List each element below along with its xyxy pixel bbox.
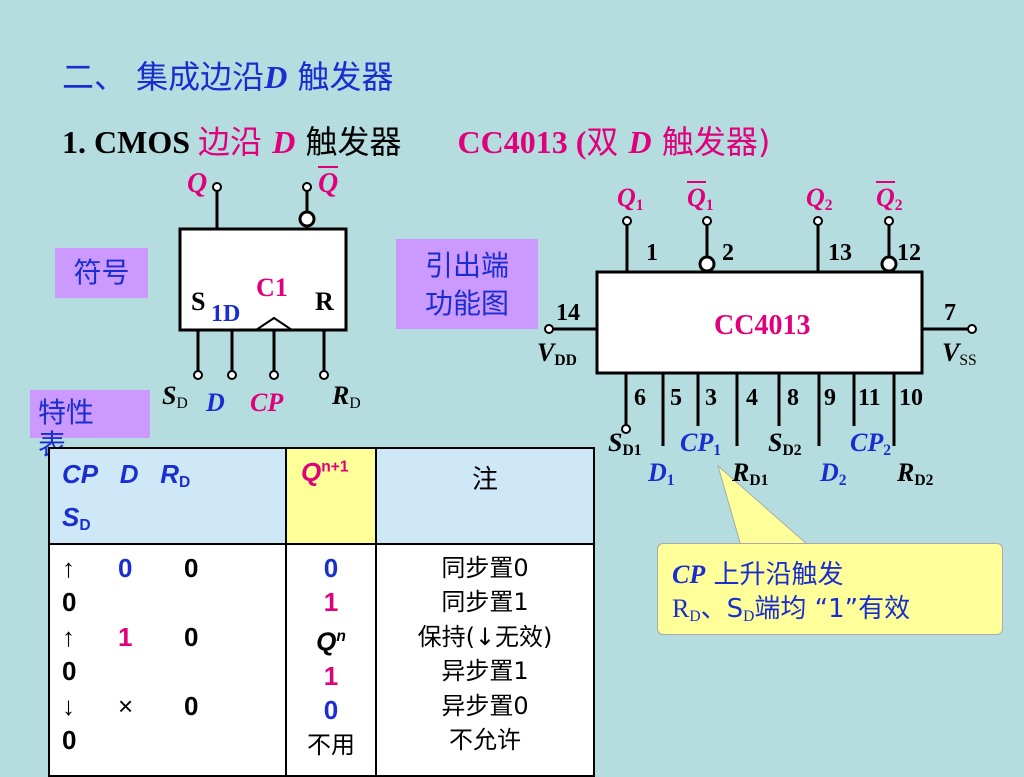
chip-pin-5: 5 [670, 385, 682, 411]
symbol-1d-label: 1D [211, 301, 241, 327]
chip-name: CC4013 [714, 310, 811, 341]
pinout-label-line2: 功能图 [424, 287, 509, 320]
pinout-label: 引出端 功能图 [396, 239, 538, 329]
subtitle-d: D [272, 124, 296, 160]
symbol-box [178, 227, 348, 332]
chip-rd1-label: RD1 [732, 458, 769, 489]
chip-d1-label: D1 [648, 458, 675, 489]
chip-pin-6: 6 [634, 385, 646, 411]
chip-pin-11: 11 [858, 385, 881, 411]
chip-pin-8: 8 [787, 385, 799, 411]
chip-pin-4: 4 [746, 385, 758, 411]
callout-line1-text: 上升沿触发 [705, 560, 844, 590]
chip-q2-label: Q2 [806, 183, 833, 214]
callout-note: CP 上升沿触发 RD、SD端均 “1”有效 [657, 543, 1003, 635]
qbar-inversion-bubble [298, 210, 316, 228]
title-d: D [264, 59, 288, 95]
chip-sd1-label: SD1 [608, 428, 642, 459]
chip-q2bar-label: Q2 [876, 181, 903, 214]
chip-vss-label: VSS [942, 338, 977, 369]
q-terminal [212, 182, 222, 192]
chip-sd2-label: SD2 [768, 428, 802, 459]
subtitle-trig: 触发器 [295, 123, 402, 161]
table-header-row: CP D RD SD Qn+1 注 [48, 447, 595, 545]
title-prefix: 二、 集成边沿 [62, 58, 265, 96]
characteristic-label-line1: 特性 [38, 396, 95, 429]
symbol-s-label: S [191, 287, 206, 316]
chip-pin-13: 13 [828, 240, 852, 266]
chip-pin-10: 10 [899, 385, 923, 411]
symbol-label-text: 符号 [73, 256, 130, 289]
chip-pin-1: 1 [646, 240, 658, 266]
table-row: 0 [62, 725, 77, 756]
symbol-cp-label: CP [250, 388, 284, 417]
callout-line2-text: 端均 “1”有效 [754, 594, 911, 624]
header-q: Qn+1 [285, 447, 377, 545]
chip-pin-14: 14 [556, 300, 580, 326]
symbol-c1-label: C1 [256, 273, 288, 302]
callout-r: R [672, 594, 690, 623]
subtitle-num: 1. CMOS [62, 124, 198, 160]
table-row: 0 [62, 656, 77, 687]
chip-q1bar-label: Q1 [687, 181, 714, 214]
chip-pin-12: 12 [897, 240, 921, 266]
subtitle-d2: D [628, 124, 652, 160]
header-inputs: CP D RD SD [48, 447, 287, 545]
pinout-label-line1: 引出端 [424, 249, 509, 282]
page-title: 二、 集成边沿D 触发器 [62, 52, 393, 98]
symbol-label: 符号 [55, 248, 148, 298]
symbol-q-label: Q [187, 168, 208, 199]
symbol-d-label: D [206, 388, 225, 417]
subtitle-chip: CC4013 ( [457, 124, 587, 160]
chip-vdd-label: VDD [537, 338, 577, 369]
chip-rd2-label: RD2 [897, 458, 934, 489]
table-row: ↓×0 [62, 690, 199, 721]
chip-pin-2: 2 [722, 240, 734, 266]
subtitle-trig2: 触发器) [651, 123, 771, 161]
callout-cp: CP [672, 560, 706, 589]
symbol-sd-label: SD [162, 381, 188, 412]
subtitle-dual: 双 [586, 123, 629, 161]
clock-triangle [255, 316, 293, 331]
symbol-qbar-label: Q [318, 166, 339, 199]
chip-pin-3: 3 [705, 385, 717, 411]
subtitle: 1. CMOS 边沿 D 触发器 CC4013 (双 D 触发器) [62, 117, 770, 163]
chip-cp2-label: CP2 [850, 428, 892, 459]
symbol-rd-label: RD [332, 381, 361, 412]
chip-q1-label: Q1 [617, 183, 644, 214]
title-suffix: 触发器 [287, 58, 394, 96]
chip-pin-9: 9 [824, 385, 836, 411]
chip-d2-label: D2 [820, 458, 847, 489]
characteristic-label: 特性 表 [30, 390, 150, 461]
table-row: 0 [62, 587, 77, 618]
chip-box [595, 270, 924, 375]
symbol-r-label: R [315, 287, 334, 316]
body-note: 同步置0 同步置1 保持(↓无效) 异步置1 异步置0 不允许 [375, 542, 595, 777]
chip-cp1-label: CP1 [680, 428, 722, 459]
chip-pin-7: 7 [944, 300, 956, 326]
qbar-terminal [302, 182, 312, 192]
header-note: 注 [375, 447, 595, 545]
body-q: 0 1 Qn 1 0 不用 [285, 542, 377, 777]
subtitle-edge: 边沿 [198, 123, 273, 161]
